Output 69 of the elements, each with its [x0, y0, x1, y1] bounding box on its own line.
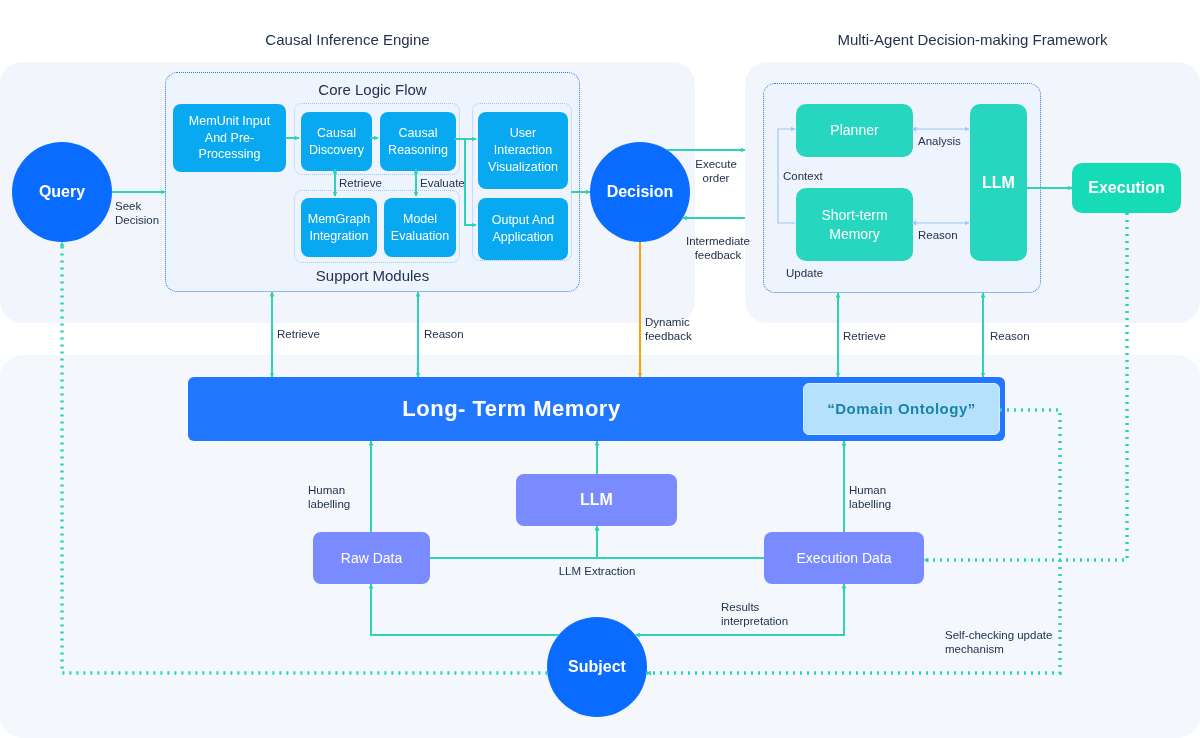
ontology-box: “Domain Ontology” — [803, 383, 1000, 435]
memory-bar — [188, 377, 1005, 441]
process-box: User Interaction Visualization — [478, 112, 568, 189]
edge-label: Retrieve — [843, 329, 886, 344]
data-box: Raw Data — [313, 532, 430, 584]
arrow — [284, 135, 300, 141]
arrow — [369, 135, 379, 141]
dotted-arrow — [923, 213, 1129, 563]
arrow — [269, 291, 275, 378]
arrow — [637, 241, 643, 378]
node-label: Long- Term Memory — [401, 395, 622, 424]
arrow — [111, 189, 166, 195]
process-box: Model Evaluation — [384, 198, 456, 257]
edge-label: Context — [783, 169, 823, 184]
process-box: Execution — [1072, 163, 1181, 213]
edge-label: Execute order — [694, 157, 738, 186]
arrow — [841, 440, 847, 533]
process-box: Output And Application — [478, 198, 568, 260]
process-box: LLM — [970, 104, 1027, 261]
edge-label: Evaluate — [420, 176, 465, 191]
process-box: Causal Discovery — [301, 112, 372, 171]
edge-label: Analysis — [918, 134, 961, 149]
edge-label: Retrieve — [339, 176, 382, 191]
edge-label: Human labelling — [849, 483, 893, 512]
arrow — [332, 168, 338, 197]
arrow — [666, 147, 746, 153]
arrow — [413, 168, 419, 197]
panel-background — [0, 355, 1200, 738]
edge-label: Reason — [424, 327, 464, 342]
process-box: Causal Reasoning — [380, 112, 456, 171]
arrow — [415, 291, 421, 378]
group-heading: Support Modules — [314, 265, 431, 286]
arrow — [1025, 185, 1073, 191]
dotted-group-box — [165, 72, 580, 292]
arrow — [980, 292, 986, 378]
text-label: Update — [786, 267, 824, 279]
arrow — [911, 126, 970, 132]
dotted-group-box — [763, 83, 1041, 293]
edge-label: Reason — [990, 329, 1030, 344]
process-box: Short-term Memory — [796, 188, 913, 261]
arrow — [835, 292, 841, 378]
arrow — [570, 189, 591, 195]
section-title: Causal Inference Engine — [264, 30, 431, 50]
data-box: Execution Data — [764, 532, 924, 584]
edge-label: Reason — [918, 228, 958, 243]
edge-label: Results interpretation — [721, 600, 790, 629]
process-box: MemGraph Integration — [301, 198, 377, 257]
process-box: Planner — [796, 104, 913, 157]
arrow — [594, 525, 765, 559]
edge-label: Seek Decision — [115, 199, 161, 228]
edge-label: Dynamic feedback — [645, 315, 693, 344]
edge-label: Self-checking update mechanism — [945, 628, 1054, 657]
process-box: MemUnit Input And Pre-Processing — [173, 104, 286, 172]
edge-label: Retrieve — [277, 327, 320, 342]
arrow — [634, 583, 847, 638]
dotted-arrow — [59, 241, 548, 675]
arrow — [681, 215, 746, 221]
group-heading: Core Logic Flow — [317, 80, 428, 100]
arrow — [368, 583, 560, 636]
edge-label: Human labelling — [308, 483, 352, 512]
section-title: Multi-Agent Decision-making Framework — [836, 30, 1109, 50]
circle-node: Subject — [547, 617, 647, 717]
dotted-arrow — [646, 408, 1062, 676]
arrow — [911, 220, 970, 226]
arrow — [777, 126, 796, 224]
arrow — [368, 440, 374, 533]
edge-label: LLM Extraction — [557, 564, 637, 579]
process-box: LLM — [516, 474, 677, 526]
arrow — [594, 440, 600, 475]
